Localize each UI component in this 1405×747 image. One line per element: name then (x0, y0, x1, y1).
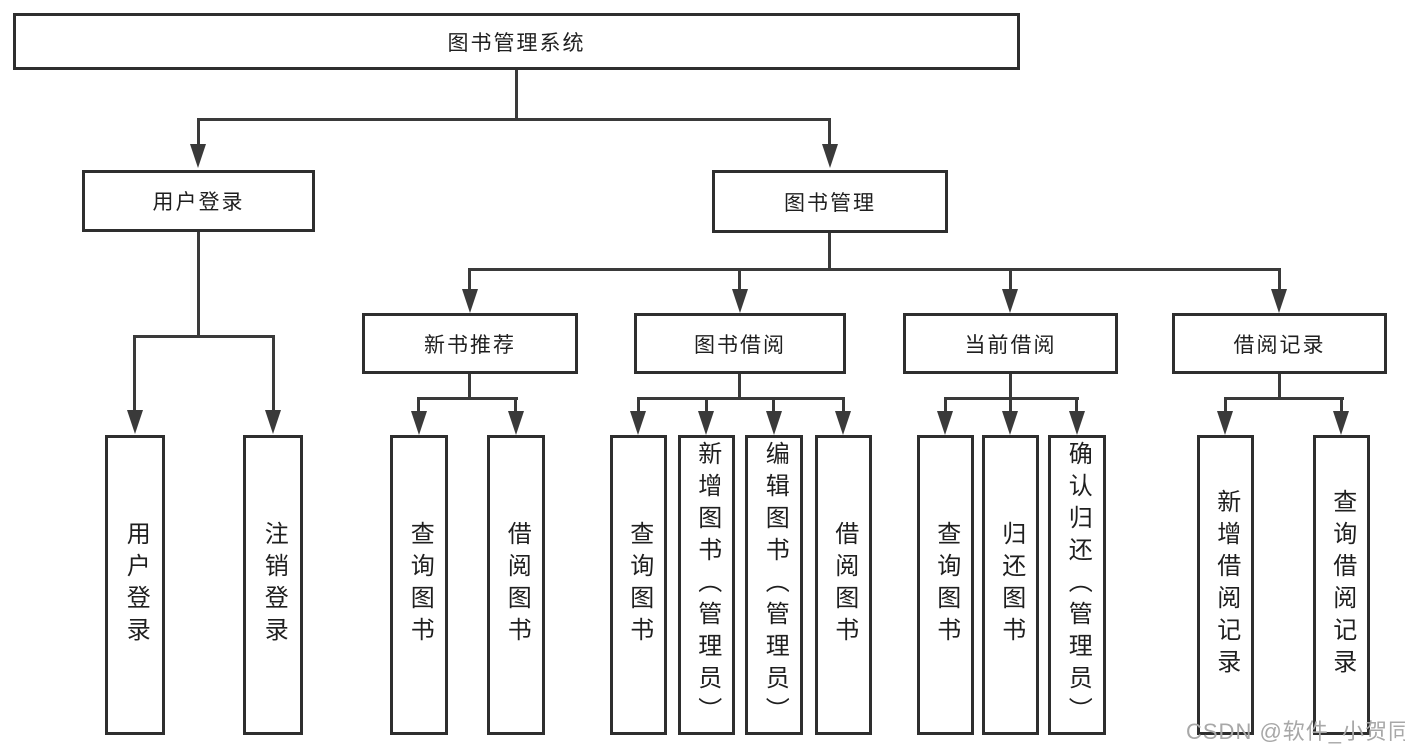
connector-drop (1340, 397, 1343, 413)
node-label: 用户登录 (122, 521, 150, 649)
arrowhead-down-icon (835, 411, 851, 435)
connector-stem-book-management (828, 233, 831, 268)
arrowhead-down-icon (1002, 411, 1018, 435)
node-label: 编辑图书（管理员） (761, 441, 789, 729)
node-label: 用户登录 (152, 191, 245, 214)
connector-drop (272, 335, 275, 413)
connector-stem-user-login (197, 232, 200, 335)
arrowhead-down-icon (1271, 289, 1287, 313)
node-label: 借阅图书 (503, 521, 531, 649)
arrowhead-down-icon (127, 410, 143, 434)
connector-stem-book-borrow (738, 374, 741, 397)
leaf-query-books-2: 查询图书 (610, 435, 667, 735)
connector-drop (738, 268, 741, 290)
node-label: 确认归还（管理员） (1064, 441, 1092, 729)
node-new-book-recommend: 新书推荐 (362, 313, 578, 374)
connector-drop (842, 397, 845, 413)
node-label: 当前借阅 (964, 333, 1057, 357)
node-label: 借阅图书 (830, 521, 858, 649)
csdn-watermark: CSDN @软件_小贺同学 (1186, 719, 1405, 744)
arrowhead-down-icon (1069, 411, 1085, 435)
leaf-borrow-books-1: 借阅图书 (487, 435, 545, 735)
node-label: 新增借阅记录 (1212, 489, 1240, 681)
arrowhead-down-icon (937, 411, 953, 435)
node-label: 图书管理系统 (447, 31, 586, 55)
connector-drop (1009, 397, 1012, 413)
connector-drop (828, 118, 831, 148)
arrowhead-down-icon (1002, 289, 1018, 313)
node-borrow-records: 借阅记录 (1172, 313, 1387, 374)
connector-stem-current-borrow (1009, 374, 1012, 397)
node-label: 新增图书（管理员） (693, 441, 721, 729)
node-label: 归还图书 (997, 521, 1025, 649)
node-current-borrow: 当前借阅 (903, 313, 1118, 374)
node-label: 查询图书 (932, 521, 960, 649)
node-book-borrow: 图书借阅 (634, 313, 846, 374)
arrowhead-down-icon (698, 411, 714, 435)
connector-drop (417, 397, 420, 413)
leaf-edit-books-admin: 编辑图书（管理员） (745, 435, 803, 735)
arrowhead-down-icon (630, 411, 646, 435)
connector-drop (197, 118, 200, 148)
arrowhead-down-icon (1333, 411, 1349, 435)
connector-rail-book-borrow (637, 397, 845, 400)
node-root: 图书管理系统 (13, 13, 1020, 70)
connector-drop (1224, 397, 1227, 413)
connector-drop (514, 397, 517, 413)
leaf-add-borrow-record: 新增借阅记录 (1197, 435, 1254, 735)
arrowhead-down-icon (766, 411, 782, 435)
connector-rail-root (197, 118, 831, 121)
leaf-user-login: 用户登录 (105, 435, 165, 735)
arrowhead-down-icon (462, 289, 478, 313)
arrowhead-down-icon (1217, 411, 1233, 435)
arrowhead-down-icon (265, 410, 281, 434)
arrowhead-down-icon (822, 144, 838, 168)
connector-drop (1009, 268, 1012, 290)
node-label: 查询图书 (625, 521, 653, 649)
leaf-return-books: 归还图书 (982, 435, 1039, 735)
connector-stem-borrow-records (1278, 374, 1281, 397)
connector-drop (1075, 397, 1078, 413)
connector-rail-book-management (468, 268, 1281, 271)
connector-drop (133, 335, 136, 413)
connector-stem-root (515, 70, 518, 118)
connector-drop (637, 397, 640, 413)
arrowhead-down-icon (190, 144, 206, 168)
node-label: 查询借阅记录 (1328, 489, 1356, 681)
leaf-confirm-return-admin: 确认归还（管理员） (1048, 435, 1106, 735)
node-label: 借阅记录 (1233, 333, 1326, 357)
connector-drop (1278, 268, 1281, 290)
arrowhead-down-icon (732, 289, 748, 313)
node-label: 图书管理 (784, 191, 876, 215)
leaf-query-books-1: 查询图书 (390, 435, 448, 735)
arrowhead-down-icon (508, 411, 524, 435)
connector-rail-new-book (417, 397, 518, 400)
node-label: 注销登录 (260, 521, 288, 649)
connector-drop (944, 397, 947, 413)
leaf-add-books-admin: 新增图书（管理员） (678, 435, 735, 735)
node-label: 查询图书 (406, 521, 434, 649)
node-book-management: 图书管理 (712, 170, 948, 233)
connector-drop (468, 268, 471, 290)
leaf-borrow-books-2: 借阅图书 (815, 435, 872, 735)
leaf-query-borrow-record: 查询借阅记录 (1313, 435, 1370, 735)
connector-rail-user-login (133, 335, 275, 338)
connector-drop (705, 397, 708, 413)
connector-rail-borrow-records (1224, 397, 1344, 400)
connector-drop (772, 397, 775, 413)
arrowhead-down-icon (411, 411, 427, 435)
node-label: 图书借阅 (694, 333, 786, 357)
node-label: 新书推荐 (424, 333, 516, 357)
leaf-query-books-3: 查询图书 (917, 435, 974, 735)
leaf-logout: 注销登录 (243, 435, 303, 735)
node-user-login: 用户登录 (82, 170, 315, 232)
connector-stem-new-book (468, 374, 471, 397)
